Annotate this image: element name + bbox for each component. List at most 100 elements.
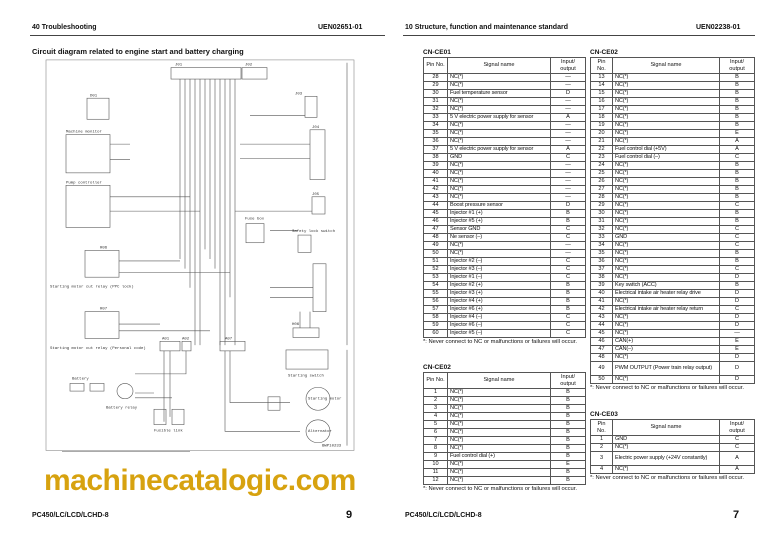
pin-cell: 44 xyxy=(590,321,613,330)
io-cell: — xyxy=(550,97,586,106)
signal-cell: NC(*) xyxy=(612,353,720,362)
table-footnote: *: Never connect to NC or malfunctions o… xyxy=(590,385,744,391)
signal-cell: Injector #3 (+) xyxy=(447,289,551,298)
pin-cell: 40 xyxy=(590,289,613,298)
signal-cell: NC(*) xyxy=(447,121,551,130)
signal-cell: NC(*) xyxy=(612,273,720,282)
signal-cell: NC(*) xyxy=(447,396,551,405)
signal-cell: NC(*) xyxy=(612,225,720,234)
signal-cell: Injector #4 (–) xyxy=(447,313,551,322)
pin-cell: 31 xyxy=(423,97,448,106)
io-cell: D xyxy=(719,273,755,282)
pin-cell: 33 xyxy=(423,113,448,122)
pin-cell: 48 xyxy=(423,233,448,242)
pin-cell: 4 xyxy=(423,412,448,421)
pin-cell: 31 xyxy=(590,217,613,226)
signal-cell: NC(*) xyxy=(612,265,720,274)
io-header: Input/ output xyxy=(719,419,755,436)
io-cell: B xyxy=(719,81,755,90)
io-cell: B xyxy=(550,281,586,290)
signal-cell: Injector #2 (–) xyxy=(447,257,551,266)
pin-header: Pin No. xyxy=(423,372,448,389)
pin-cell: 51 xyxy=(423,257,448,266)
pin-cell: 37 xyxy=(590,265,613,274)
io-cell: B xyxy=(719,193,755,202)
pin-cell: 49 xyxy=(423,241,448,250)
signal-cell: NC(*) xyxy=(612,321,720,330)
signal-header: Signal name xyxy=(447,57,551,74)
signal-cell: NC(*) xyxy=(612,97,720,106)
signal-cell: Fuel control dial (+) xyxy=(447,452,551,461)
io-cell: C xyxy=(550,321,586,330)
pin-cell: 20 xyxy=(590,129,613,138)
io-cell: C xyxy=(719,305,755,314)
signal-cell: Key switch (ACC) xyxy=(612,281,720,290)
pin-cell: 54 xyxy=(423,281,448,290)
pin-cell: 35 xyxy=(423,129,448,138)
io-cell: B xyxy=(719,169,755,178)
pin-cell: 1 xyxy=(590,435,613,444)
io-cell: A xyxy=(719,465,755,474)
pin-cell: 43 xyxy=(590,313,613,322)
io-header: Input/ output xyxy=(550,372,586,389)
signal-cell: Fuel control dial (+5V) xyxy=(612,145,720,154)
signal-cell: CAN(–) xyxy=(612,345,720,354)
pin-cell: 22 xyxy=(590,145,613,154)
pin-cell: 38 xyxy=(423,153,448,162)
signal-cell: Injector #6 (+) xyxy=(447,305,551,314)
pin-cell: 2 xyxy=(590,443,613,452)
pin-cell: 32 xyxy=(423,105,448,114)
signal-cell: Injector #5 (–) xyxy=(447,329,551,338)
pin-cell: 57 xyxy=(423,305,448,314)
signal-cell: NC(*) xyxy=(447,420,551,429)
io-cell: B xyxy=(550,297,586,306)
pin-cell: 41 xyxy=(423,177,448,186)
table-label-ce01: CN-CE01 xyxy=(423,49,451,56)
pin-cell: 56 xyxy=(423,297,448,306)
signal-cell: GND xyxy=(612,233,720,242)
io-cell: E xyxy=(719,129,755,138)
io-cell: B xyxy=(550,396,586,405)
io-cell: B xyxy=(550,476,586,485)
model-right: PC450/LC/LCD/LCHD-8 xyxy=(405,512,482,519)
pin-cell: 48 xyxy=(590,353,613,362)
pin-header: Pin No. xyxy=(590,419,613,436)
signal-cell: NC(*) xyxy=(612,257,720,266)
io-cell: B xyxy=(719,89,755,98)
signal-cell: Fuel control dial (–) xyxy=(612,153,720,162)
pin-cell: 19 xyxy=(590,121,613,130)
label-fusible-link: Fusible link xyxy=(154,428,183,433)
signal-cell: NC(*) xyxy=(447,460,551,469)
pin-cell: 43 xyxy=(423,193,448,202)
header-rule-left xyxy=(30,35,385,36)
doc-id-left: UEN02651-01 xyxy=(318,24,363,31)
io-cell: E xyxy=(719,337,755,346)
io-cell: B xyxy=(719,161,755,170)
io-cell: B xyxy=(719,257,755,266)
signal-cell: NC(*) xyxy=(612,121,720,130)
signal-cell: Injector #5 (+) xyxy=(447,217,551,226)
signal-cell: 5 V electric power supply for sensor xyxy=(447,113,551,122)
pin-cell: 30 xyxy=(590,209,613,218)
